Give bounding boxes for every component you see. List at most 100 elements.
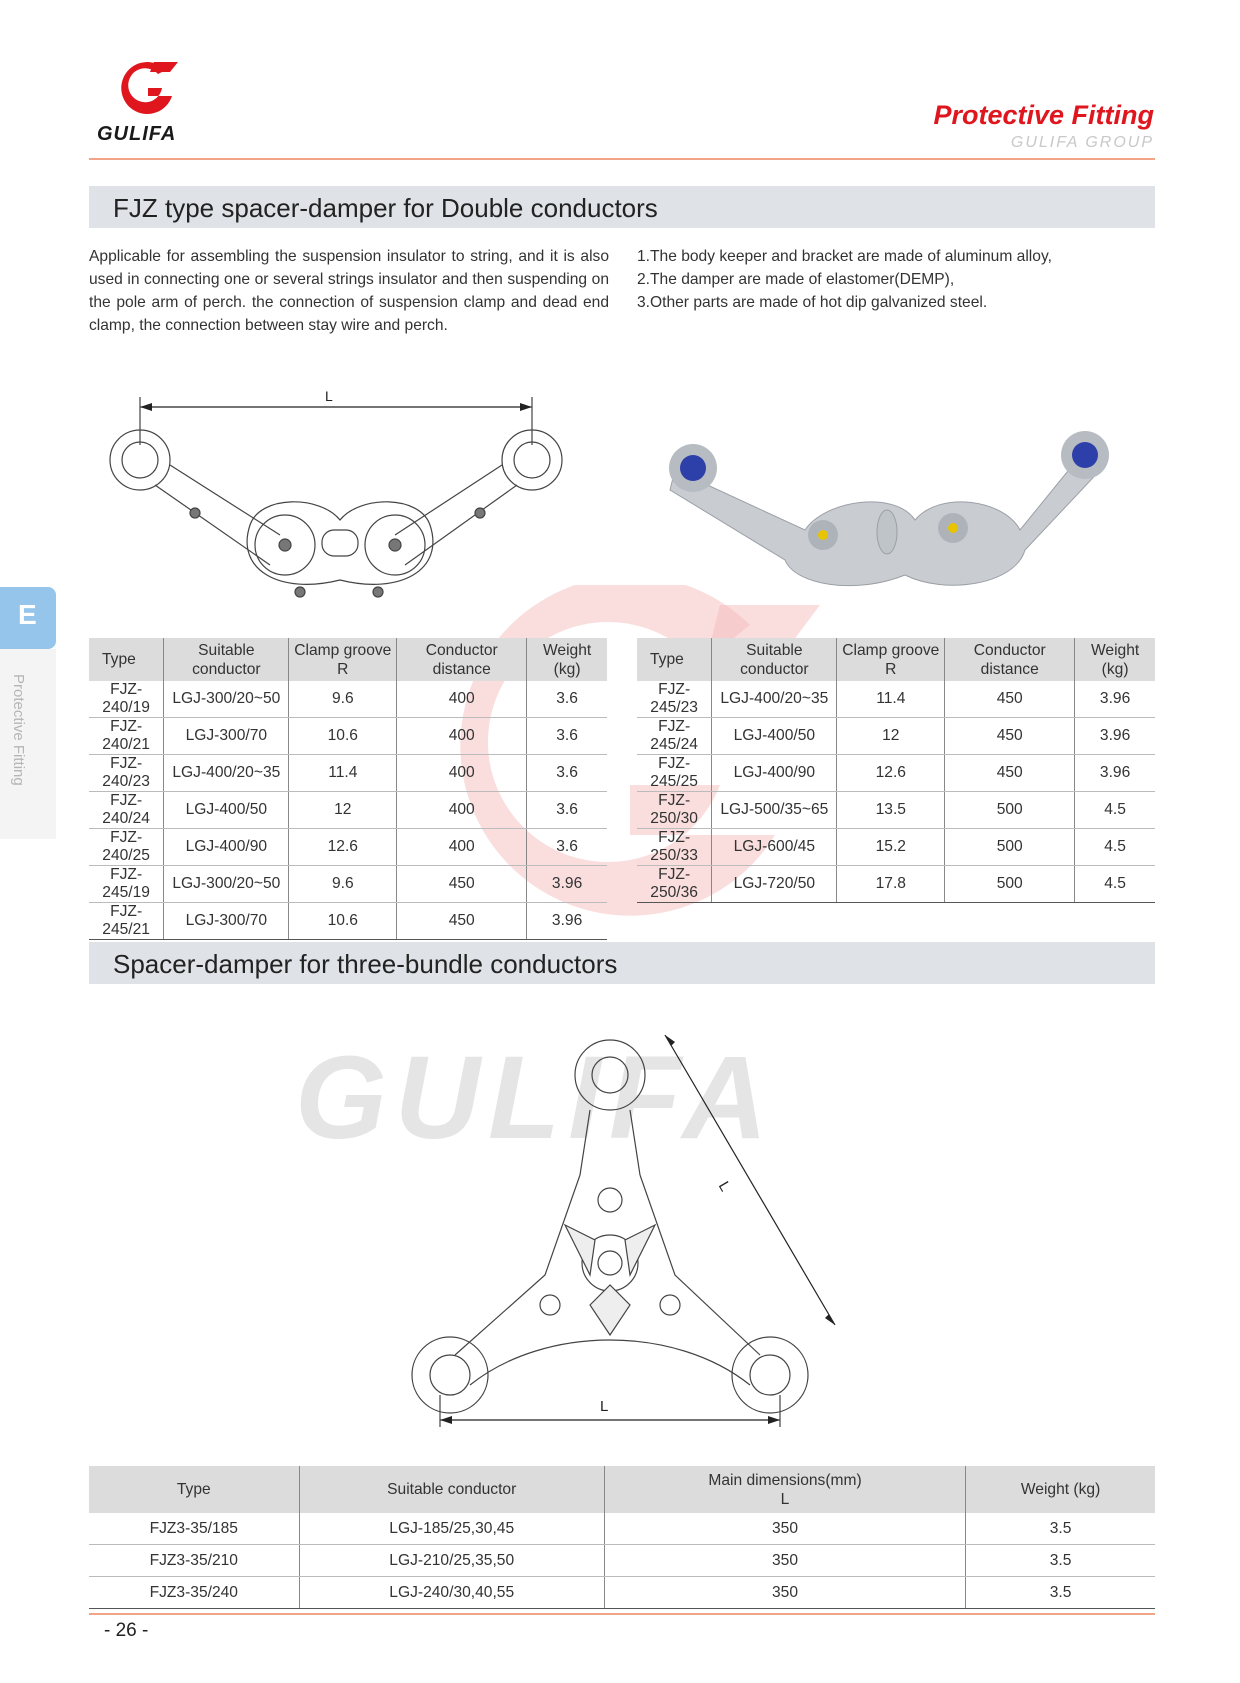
cell: FJZ-240/19 xyxy=(89,681,164,718)
cell: 3.6 xyxy=(526,754,607,792)
col-header: Clamp groove R xyxy=(288,638,397,681)
cell: 3.96 xyxy=(1074,681,1155,718)
three-bundle-spec-table: Type Suitable conductor Main dimensions(… xyxy=(89,1466,1155,1609)
spec-table-right: Type Suitable conductor Clamp groove R C… xyxy=(637,638,1155,903)
cell: 400 xyxy=(396,754,527,792)
page-category-subtitle: GULIFA GROUP xyxy=(1010,134,1154,151)
cell: 3.96 xyxy=(526,865,607,903)
cell: 15.2 xyxy=(836,828,945,866)
cell: 9.6 xyxy=(288,865,397,903)
cell: LGJ-600/45 xyxy=(711,828,837,866)
cell: 3.96 xyxy=(1074,717,1155,755)
cell: FJZ-240/23 xyxy=(89,754,164,792)
cell: 12.6 xyxy=(836,754,945,792)
three-bundle-spacer-drawing xyxy=(411,1034,836,1427)
spec-table-left: Type Suitable conductor Clamp groove R C… xyxy=(89,638,607,940)
cell: FJZ-240/24 xyxy=(89,791,164,829)
cell: 4.5 xyxy=(1074,828,1155,866)
cell: LGJ-300/70 xyxy=(163,902,289,940)
cell: 3.5 xyxy=(965,1513,1155,1545)
page-number: - 26 - xyxy=(104,1620,149,1641)
cell: 9.6 xyxy=(288,681,397,718)
cell: 11.4 xyxy=(836,681,945,718)
cell: FJZ-245/25 xyxy=(637,754,712,792)
material-features: 1.The body keeper and bracket are made o… xyxy=(637,245,1137,314)
cell: 4.5 xyxy=(1074,865,1155,903)
feature-item: 1.The body keeper and bracket are made o… xyxy=(637,248,1052,265)
cell: 12 xyxy=(836,717,945,755)
cell: LGJ-400/20~35 xyxy=(163,754,289,792)
cell: LGJ-300/20~50 xyxy=(163,681,289,718)
cell: 17.8 xyxy=(836,865,945,903)
cell: 400 xyxy=(396,717,527,755)
cell: FJZ-245/21 xyxy=(89,902,164,940)
cell: FJZ-245/19 xyxy=(89,865,164,903)
cell: 4.5 xyxy=(1074,791,1155,829)
cell: FJZ3-35/185 xyxy=(89,1513,300,1545)
cell: LGJ-400/50 xyxy=(163,791,289,829)
cell: FJZ-240/21 xyxy=(89,717,164,755)
cell: FJZ-240/25 xyxy=(89,828,164,866)
col-header: Suitable conductor xyxy=(711,638,837,681)
col-header: Weight (kg) xyxy=(965,1466,1155,1513)
logo-wordmark: GULIFA xyxy=(97,123,177,145)
section-title-1: FJZ type spacer-damper for Double conduc… xyxy=(113,193,658,223)
cell: 350 xyxy=(603,1513,966,1545)
col-header: Conductor distance xyxy=(944,638,1075,681)
cell: LGJ-240/30,40,55 xyxy=(298,1576,605,1609)
cell: 450 xyxy=(944,717,1075,755)
footer-divider xyxy=(89,1613,1155,1615)
cell: LGJ-300/70 xyxy=(163,717,289,755)
col-header: Weight (kg) xyxy=(526,638,607,681)
cell: 12.6 xyxy=(288,828,397,866)
header-divider xyxy=(89,158,1155,160)
col-header: Type xyxy=(637,638,712,681)
cell: 3.5 xyxy=(965,1576,1155,1609)
watermark-logo xyxy=(460,585,820,916)
feature-item: 3.Other parts are made of hot dip galvan… xyxy=(637,294,988,311)
cell: 13.5 xyxy=(836,791,945,829)
col-header: Weight (kg) xyxy=(1074,638,1155,681)
double-spacer-drawing xyxy=(109,397,563,598)
cell: 12 xyxy=(288,791,397,829)
cell: 3.6 xyxy=(526,828,607,866)
cell: FJZ-250/36 xyxy=(637,865,712,903)
side-strip xyxy=(0,649,56,839)
cell: LGJ-500/35~65 xyxy=(711,791,837,829)
cell: 500 xyxy=(944,865,1075,903)
cell: LGJ-400/50 xyxy=(711,717,837,755)
cell: FJZ-250/30 xyxy=(637,791,712,829)
section-tab-letter: E xyxy=(18,599,37,630)
col-header-main: Main dimensions(mm) xyxy=(708,1471,862,1489)
feature-item: 2.The damper are made of elastomer(DEMP)… xyxy=(637,271,955,288)
cell: LGJ-400/90 xyxy=(163,828,289,866)
cell: 3.6 xyxy=(526,681,607,718)
dimension-label-l: L xyxy=(325,388,333,404)
cell: 450 xyxy=(396,865,527,903)
cell: 400 xyxy=(396,828,527,866)
col-header: Conductor distance xyxy=(396,638,527,681)
cell: 400 xyxy=(396,681,527,718)
cell: 3.6 xyxy=(526,717,607,755)
cell: 10.6 xyxy=(288,902,397,940)
section-tab: E xyxy=(0,587,56,649)
gulifa-logo-icon xyxy=(121,62,178,115)
cell: 11.4 xyxy=(288,754,397,792)
cell: 10.6 xyxy=(288,717,397,755)
watermark-text: GULIFA xyxy=(295,1032,776,1164)
cell: 500 xyxy=(944,791,1075,829)
cell: 400 xyxy=(396,791,527,829)
